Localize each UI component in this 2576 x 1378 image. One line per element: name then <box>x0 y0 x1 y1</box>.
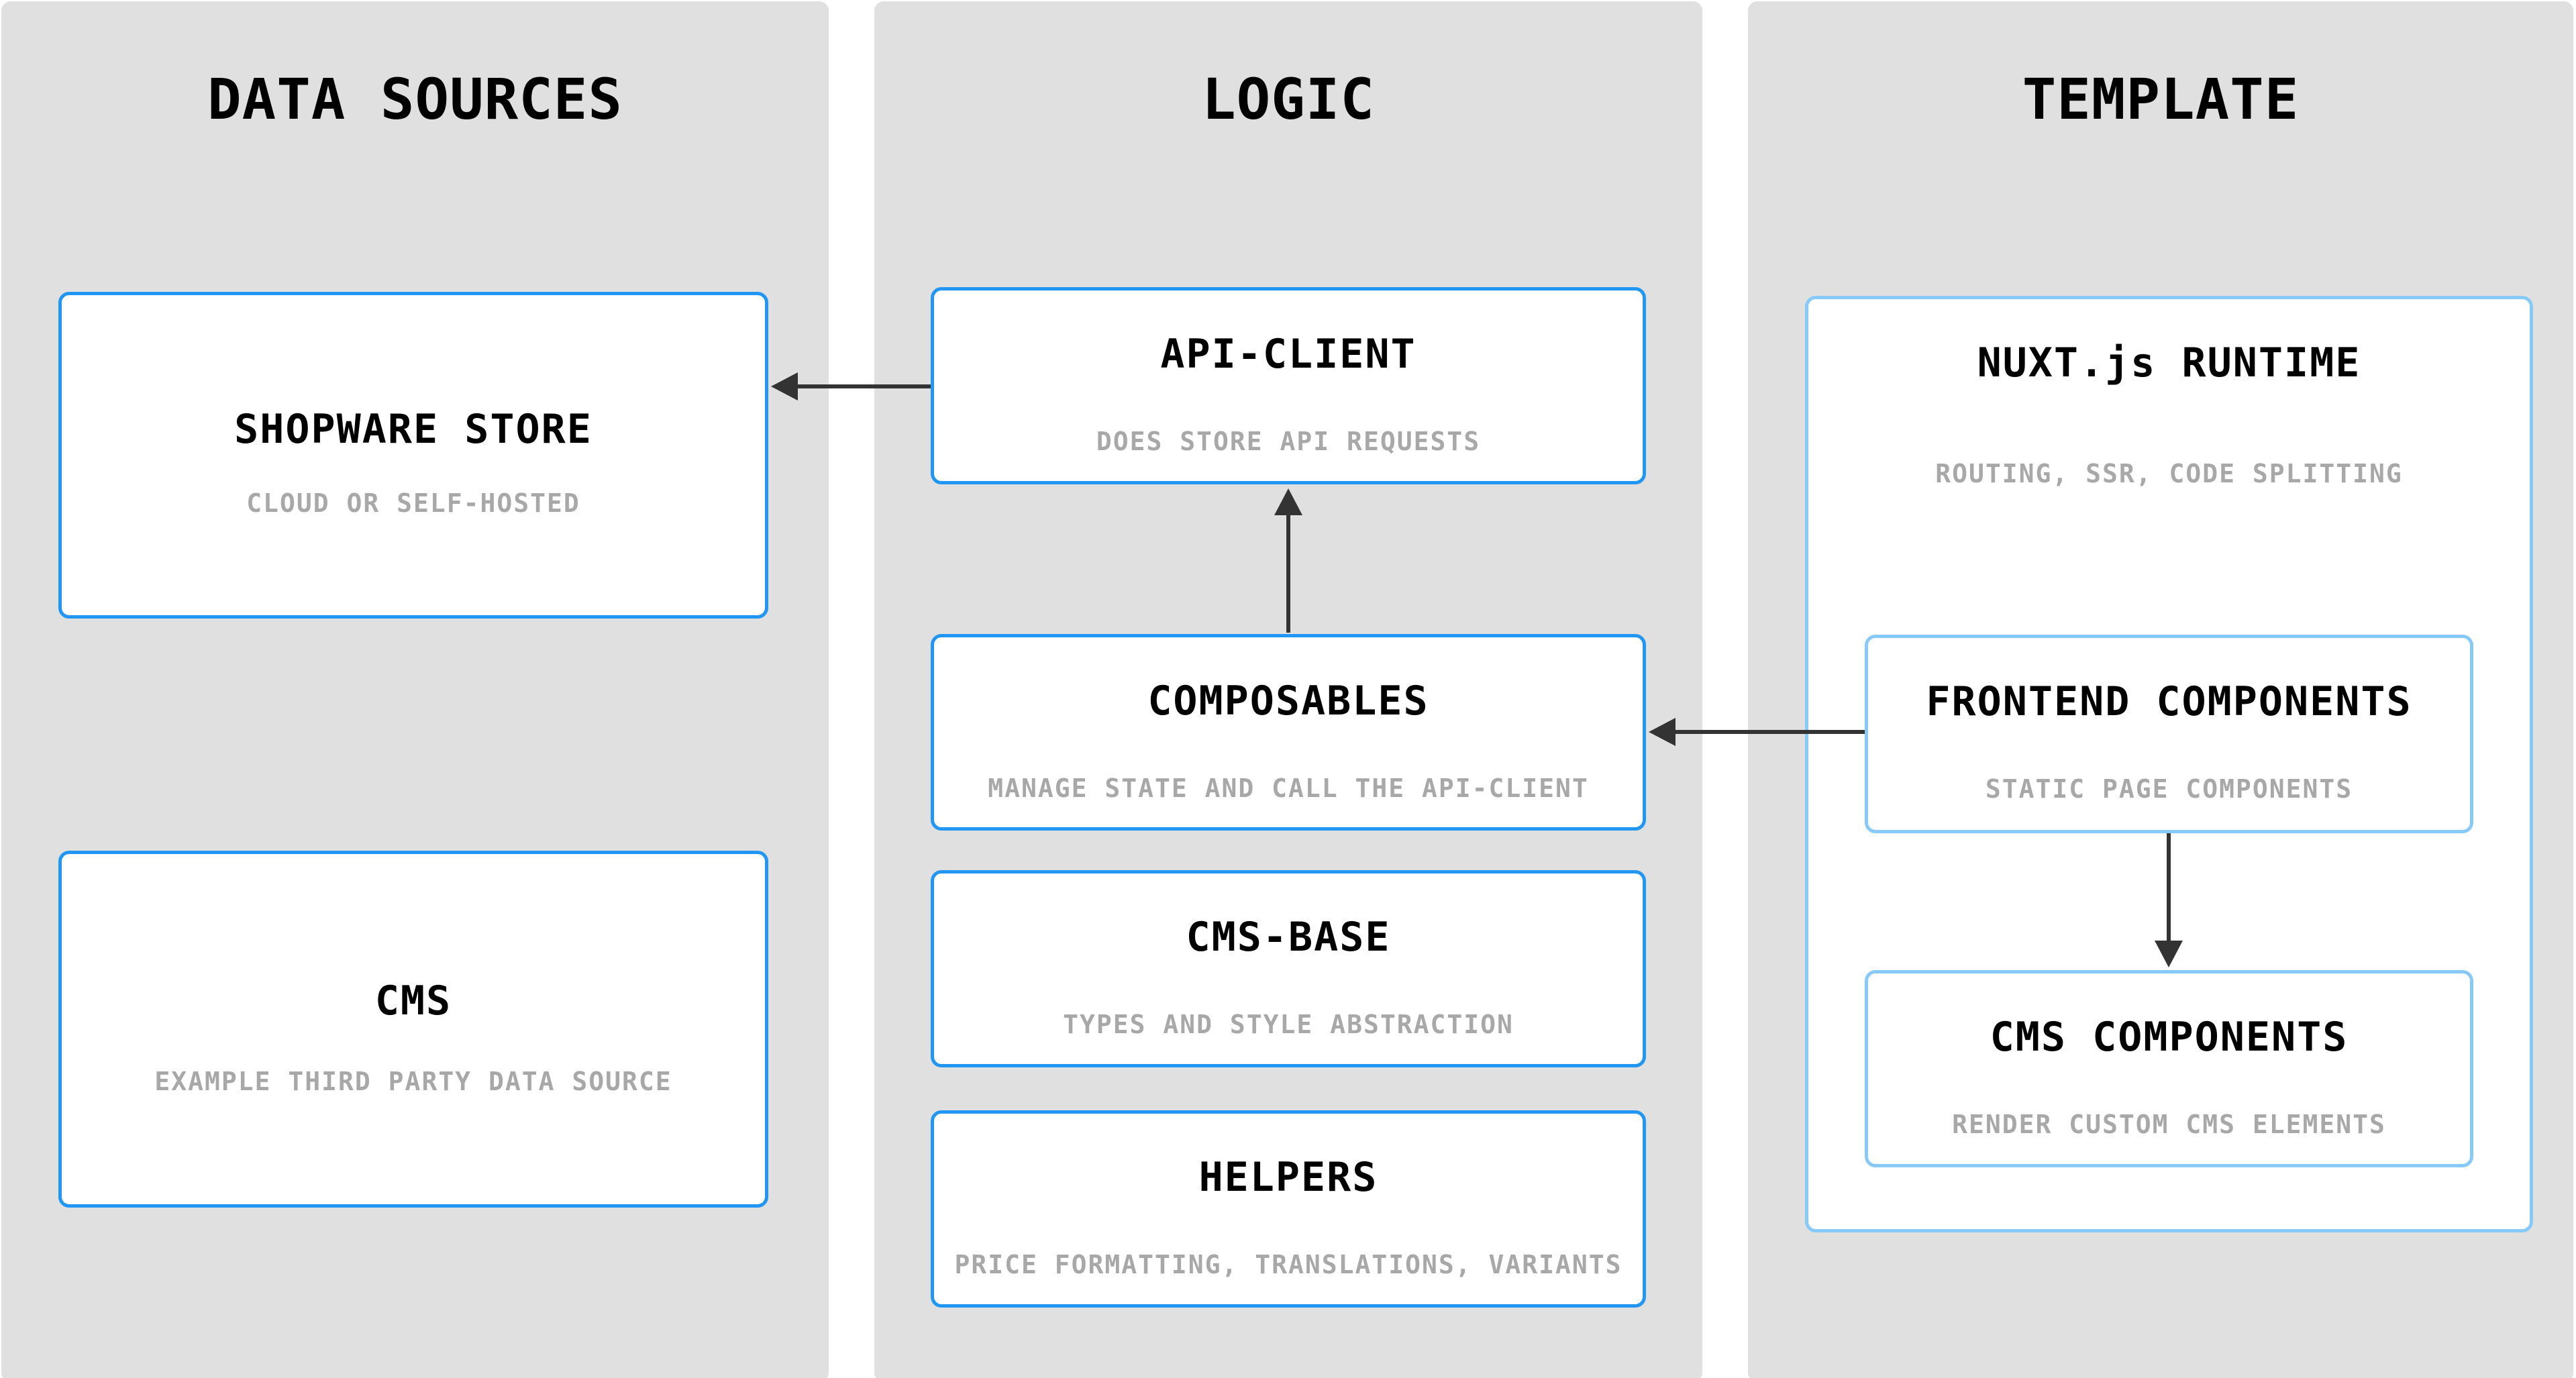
box-helpers: HELPERS PRICE FORMATTING, TRANSLATIONS, … <box>931 1110 1646 1308</box>
column-template: TEMPLATE NUXT.js RUNTIME ROUTING, SSR, C… <box>1748 1 2573 1378</box>
box-title: COMPOSABLES <box>1147 678 1429 725</box>
box-title: CMS <box>374 977 452 1025</box>
box-subtitle: DOES STORE API REQUESTS <box>1096 427 1481 456</box>
column-header-template: TEMPLATE <box>2022 66 2300 132</box>
box-subtitle: EXAMPLE THIRD PARTY DATA SOURCE <box>154 1067 672 1097</box>
box-cms-base: CMS-BASE TYPES AND STYLE ABSTRACTION <box>931 870 1646 1067</box>
column-header-logic: LOGIC <box>1202 66 1375 132</box>
box-composables: COMPOSABLES MANAGE STATE AND CALL THE AP… <box>931 634 1646 831</box>
box-subtitle: RENDER CUSTOM CMS ELEMENTS <box>1952 1110 2386 1139</box>
box-subtitle: CLOUD OR SELF-HOSTED <box>246 488 580 519</box>
box-cms-components: CMS COMPONENTS RENDER CUSTOM CMS ELEMENT… <box>1865 970 2473 1167</box>
box-title: API-CLIENT <box>1160 331 1416 378</box>
box-subtitle: STATIC PAGE COMPONENTS <box>1985 774 2353 804</box>
box-nuxt-runtime: NUXT.js RUNTIME ROUTING, SSR, CODE SPLIT… <box>1805 296 2533 1232</box>
box-shopware-store: SHOPWARE STORE CLOUD OR SELF-HOSTED <box>58 292 768 619</box>
box-title: CMS COMPONENTS <box>1990 1014 2349 1061</box>
column-logic: LOGIC API-CLIENT DOES STORE API REQUESTS… <box>874 1 1702 1378</box>
box-subtitle: PRICE FORMATTING, TRANSLATIONS, VARIANTS <box>954 1250 1622 1279</box>
box-subtitle: TYPES AND STYLE ABSTRACTION <box>1063 1010 1514 1039</box>
box-frontend-components: FRONTEND COMPONENTS STATIC PAGE COMPONEN… <box>1865 635 2473 833</box>
box-api-client: API-CLIENT DOES STORE API REQUESTS <box>931 287 1646 484</box>
box-title: HELPERS <box>1198 1154 1378 1201</box>
box-subtitle: ROUTING, SSR, CODE SPLITTING <box>1935 459 2403 488</box>
box-title: FRONTEND COMPONENTS <box>1926 678 2412 725</box>
column-header-data-sources: DATA SOURCES <box>207 66 623 132</box>
box-cms: CMS EXAMPLE THIRD PARTY DATA SOURCE <box>58 851 768 1208</box>
box-title: CMS-BASE <box>1186 914 1391 961</box>
box-subtitle: MANAGE STATE AND CALL THE API-CLIENT <box>988 774 1589 803</box>
box-title: NUXT.js RUNTIME <box>1977 339 2361 386</box>
box-title: SHOPWARE STORE <box>234 406 593 454</box>
column-data-sources: DATA SOURCES SHOPWARE STORE CLOUD OR SEL… <box>1 1 829 1378</box>
